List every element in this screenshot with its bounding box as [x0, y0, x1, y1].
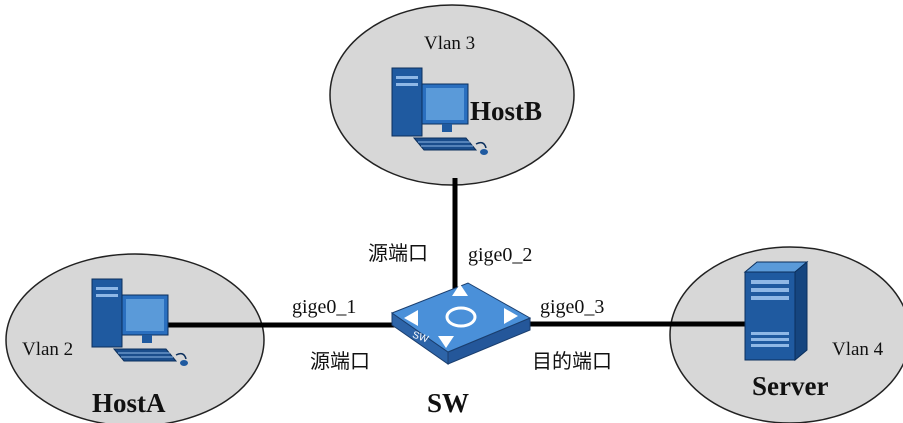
hostb-port-label: gige0_2 [468, 244, 533, 266]
switch-icon [390, 282, 532, 365]
hostb-computer-icon [391, 67, 488, 155]
hostb-vlan-label: Vlan 3 [424, 33, 476, 54]
hosta-port-role-label: 源端口 [310, 349, 370, 373]
switch-badge: SW [411, 330, 430, 346]
hostb-name-label: HostB [470, 96, 543, 126]
switch-name-label: SW [427, 388, 470, 418]
hosta-computer-icon [91, 278, 188, 366]
server-port-role-label: 目的端口 [532, 349, 612, 373]
hosta-port-label: gige0_1 [292, 296, 357, 318]
hostb-port-role-label: 源端口 [368, 241, 428, 265]
hosta-name-label: HostA [92, 388, 166, 418]
server-icon [743, 260, 809, 362]
vlan2-ellipse [5, 253, 265, 423]
server-name-label: Server [752, 371, 829, 401]
hosta-vlan-label: Vlan 2 [22, 339, 74, 360]
server-port-label: gige0_3 [540, 296, 605, 318]
server-vlan-label: Vlan 4 [832, 339, 884, 360]
